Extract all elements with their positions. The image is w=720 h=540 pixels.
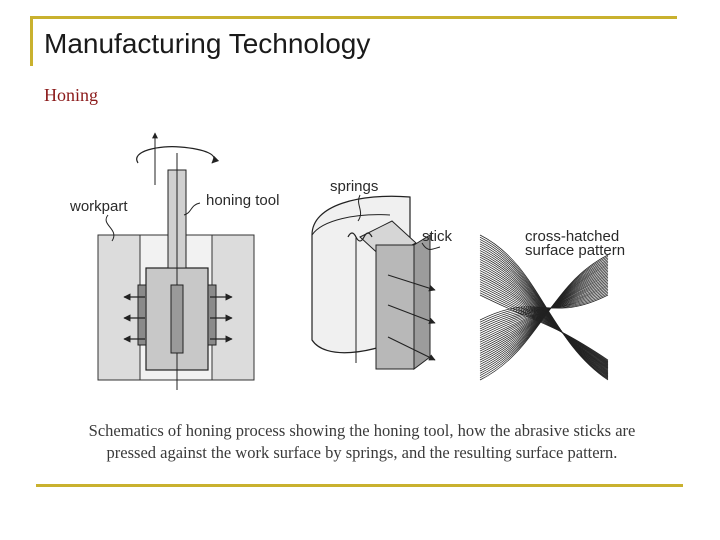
caption-line-2: pressed against the work surface by spri… <box>106 443 618 462</box>
cross-hatched-pattern: cross-hatched surface pattern <box>479 228 625 381</box>
slide-title: Manufacturing Technology <box>44 28 371 59</box>
honing-tool-schematic: workpart honing tool <box>69 132 279 390</box>
cross-hatched-label-line1: cross-hatched <box>525 228 619 245</box>
workpart-label: workpart <box>69 198 128 215</box>
cross-hatched-label-line2: surface pattern <box>525 242 625 259</box>
figure-caption: Schematics of honing process showing the… <box>56 420 668 464</box>
honing-tool-label: honing tool <box>206 192 279 209</box>
top-rule <box>30 16 677 19</box>
springs-label: springs <box>330 178 378 195</box>
stick-label: stick <box>422 228 453 245</box>
spring-stick-schematic: springs stick <box>311 178 453 370</box>
honing-figure: workpart honing tool springs stick cross… <box>69 132 625 390</box>
left-rule <box>30 16 33 66</box>
caption-line-1: Schematics of honing process showing the… <box>88 421 636 440</box>
bottom-rule <box>36 484 683 487</box>
slide-subtitle: Honing <box>44 85 98 105</box>
